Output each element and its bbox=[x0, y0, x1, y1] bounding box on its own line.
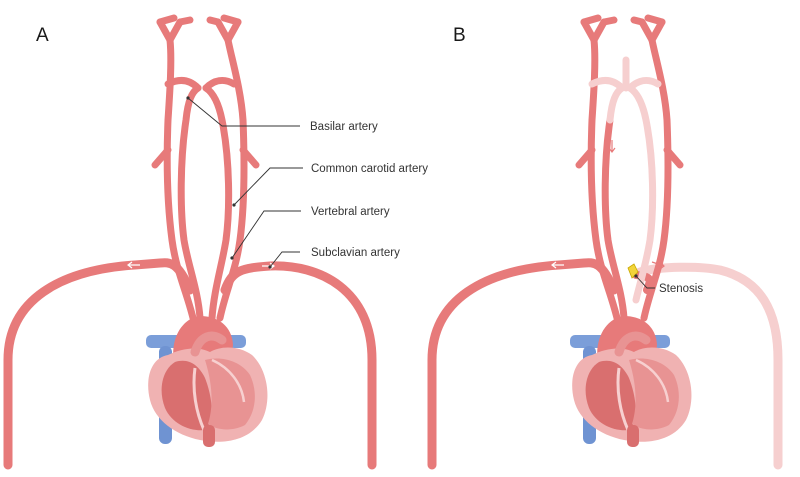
label-stenosis: Stenosis bbox=[659, 283, 703, 295]
label-common-carotid-artery: Common carotid artery bbox=[311, 163, 428, 175]
panel-a-letter: A bbox=[36, 25, 49, 46]
leader-lines-a bbox=[186, 96, 303, 269]
heart-b bbox=[570, 316, 691, 447]
label-subclavian-artery: Subclavian artery bbox=[311, 247, 400, 259]
flow-arrows-b bbox=[551, 239, 629, 269]
stenosis-marker bbox=[627, 263, 655, 289]
panel-b-stenosis: B bbox=[427, 14, 783, 470]
vertebral-steal-pale-b bbox=[588, 56, 662, 304]
neck-arteries-a bbox=[151, 14, 260, 322]
label-vertebral-artery: Vertebral artery bbox=[311, 206, 390, 218]
right-subclavian-artery-a bbox=[220, 261, 377, 470]
neck-arteries-b bbox=[575, 14, 684, 322]
panel-a-normal: A bbox=[3, 14, 428, 470]
flow-arrows-a bbox=[127, 239, 275, 270]
panel-b-letter: B bbox=[453, 25, 466, 46]
reversed-flow-arrow-b bbox=[608, 140, 665, 270]
right-subclavian-artery-b-pale bbox=[635, 262, 783, 470]
heart-a bbox=[146, 316, 267, 447]
label-basilar-artery: Basilar artery bbox=[310, 121, 378, 133]
